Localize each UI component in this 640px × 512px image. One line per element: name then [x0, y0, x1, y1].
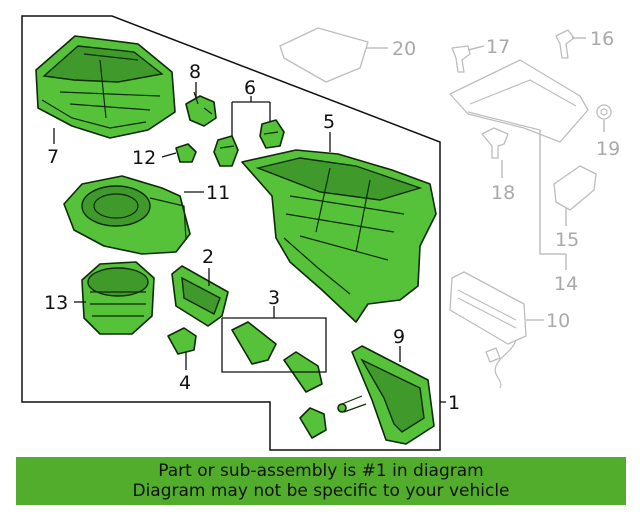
callout-7: 7 [47, 146, 59, 168]
callout-2: 2 [202, 246, 214, 268]
part-4-resistor [167, 327, 197, 355]
part-7-upper-case [35, 35, 176, 139]
part-15-ghost [553, 165, 597, 211]
callout-10: 10 [546, 310, 570, 332]
assembly-outline [21, 15, 441, 451]
banner-line-2: Diagram may not be specific to your vehi… [132, 481, 510, 501]
part-13-blower-motor [81, 261, 155, 335]
part-5-heater-case [241, 149, 437, 323]
callout-18: 18 [491, 182, 515, 204]
part-8-actuator [185, 91, 217, 127]
callout-20: 20 [392, 38, 416, 60]
parts-diagram: 1 2 3 4 5 6 7 8 9 11 12 13 10 14 15 16 1… [21, 15, 620, 451]
part-9-heater-core [337, 345, 435, 445]
part-12-sensor [175, 143, 197, 163]
callout-17: 17 [486, 36, 510, 58]
part-19-ghost [596, 104, 612, 120]
callout-6: 6 [244, 77, 256, 99]
part-16-ghost [555, 29, 575, 59]
part-2-filter [171, 265, 229, 327]
callout-5: 5 [323, 111, 335, 133]
part-14-ghost [449, 59, 589, 143]
callout-1: 1 [448, 392, 460, 414]
callout-14: 14 [554, 273, 578, 295]
part-10-ghost [449, 271, 527, 389]
callout-9: 9 [393, 326, 405, 348]
part-17-ghost [451, 45, 471, 73]
callout-19: 19 [596, 138, 620, 160]
callout-16: 16 [590, 28, 614, 50]
callout-4: 4 [179, 372, 191, 394]
part-20-ghost [279, 27, 369, 83]
callout-3: 3 [268, 287, 280, 309]
callout-12: 12 [132, 147, 156, 169]
part-6-actuators [213, 119, 285, 167]
callout-15: 15 [555, 229, 579, 251]
callout-8: 8 [189, 61, 201, 83]
part-18-ghost [481, 127, 509, 159]
callout-13: 13 [44, 292, 68, 314]
part-3-seals [231, 321, 327, 439]
part-11-blower-housing [63, 175, 191, 255]
callout-11: 11 [206, 182, 230, 204]
banner-line-1: Part or sub-assembly is #1 in diagram [158, 461, 484, 481]
info-banner: Part or sub-assembly is #1 in diagram Di… [16, 457, 626, 505]
